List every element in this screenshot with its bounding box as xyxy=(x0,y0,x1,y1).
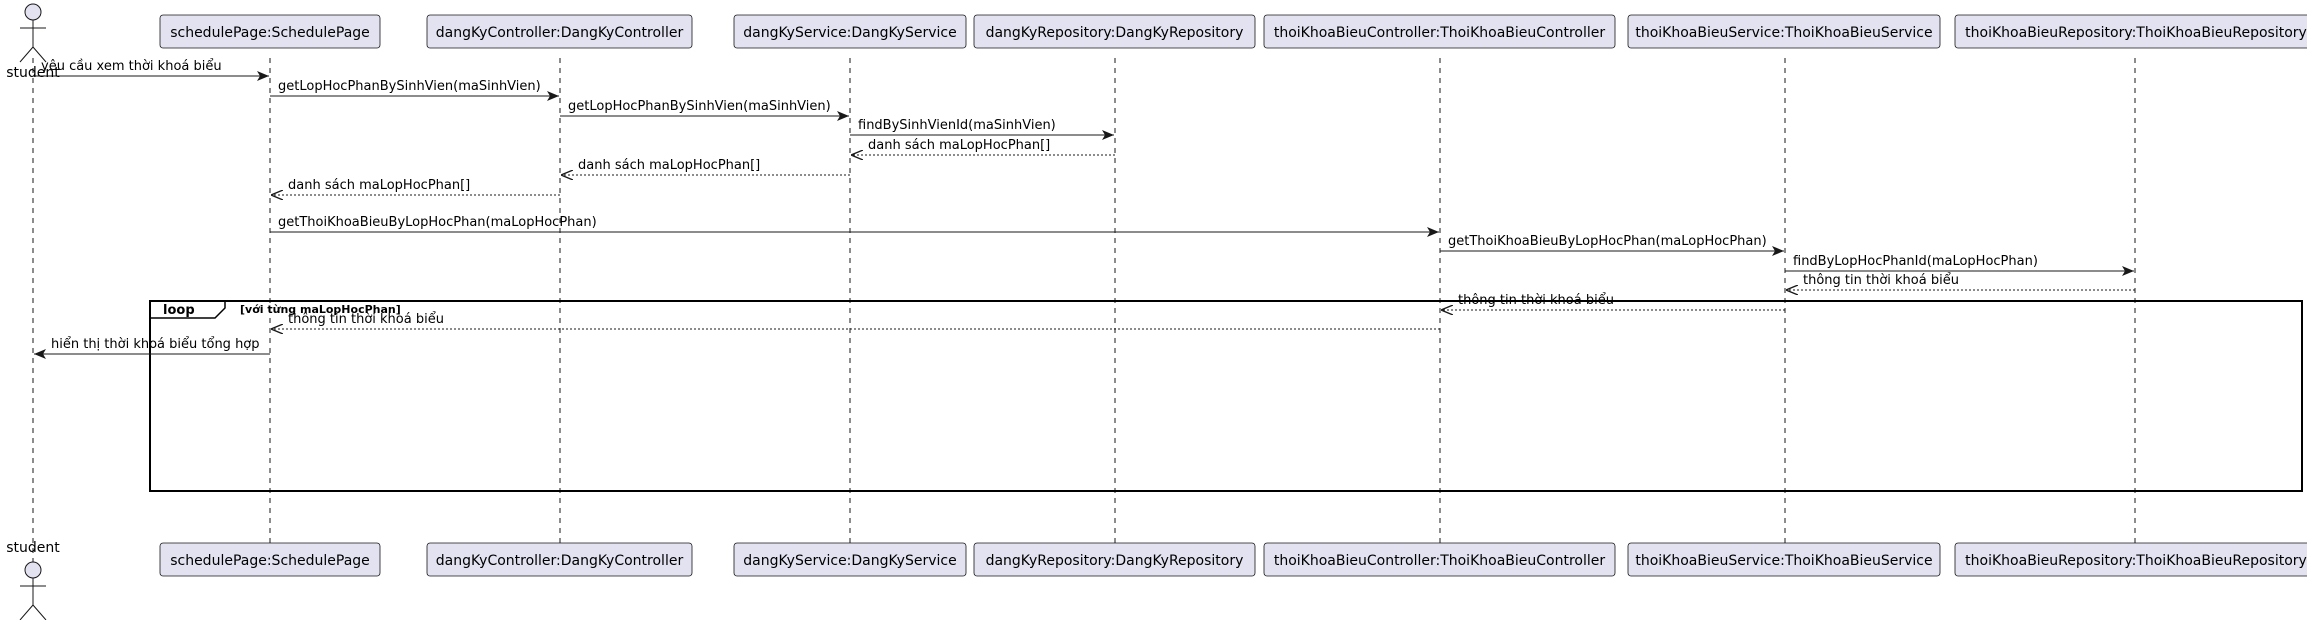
actor-head xyxy=(24,3,42,21)
participant-dang-ky-repository: dangKyRepository:DangKyRepository xyxy=(973,14,1256,49)
message-get-tkb-service: getThoiKhoaBieuByLopHocPhan(maLopHocPhan… xyxy=(1440,234,1784,256)
message-find-by-lop-hoc-phan-id: findByLopHocPhanId(maLopHocPhan) xyxy=(1785,254,2134,276)
participant-schedule-page: schedulePage:SchedulePage xyxy=(159,14,381,49)
actor-student-bottom: student xyxy=(6,540,60,620)
participant-thoi-khoa-bieu-controller: thoiKhoaBieuController:ThoiKhoaBieuContr… xyxy=(1263,14,1616,49)
participant-dang-ky-repository: dangKyRepository:DangKyRepository xyxy=(973,542,1256,577)
svg-text:dangKyService:DangKyService: dangKyService:DangKyService xyxy=(743,553,956,569)
message-get-lop-hoc-phan-service: getLopHocPhanBySinhVien(maSinhVien) xyxy=(560,99,849,121)
svg-text:danh sách maLopHocPhan[]: danh sách maLopHocPhan[] xyxy=(578,158,760,173)
svg-text:thông tin thời khoá biểu: thông tin thời khoá biểu xyxy=(288,312,444,327)
svg-text:getThoiKhoaBieuByLopHocPhan(ma: getThoiKhoaBieuByLopHocPhan(maLopHocPhan… xyxy=(1448,234,1767,249)
participants-top: schedulePage:SchedulePage dangKyControll… xyxy=(159,14,2307,49)
actor-icon xyxy=(19,3,47,63)
svg-text:hiển thị thời khoá biểu tổng h: hiển thị thời khoá biểu tổng hợp xyxy=(51,337,260,352)
message-return-list-service: danh sách maLopHocPhan[] xyxy=(561,158,850,175)
participant-dang-ky-controller: dangKyController:DangKyController xyxy=(426,14,693,49)
svg-text:thông tin thời khoá biểu: thông tin thời khoá biểu xyxy=(1458,293,1614,308)
participant-dang-ky-controller: dangKyController:DangKyController xyxy=(426,542,693,577)
participant-thoi-khoa-bieu-repository: thoiKhoaBieuRepository:ThoiKhoaBieuRepos… xyxy=(1954,14,2307,49)
svg-text:thoiKhoaBieuService:ThoiKhoaBi: thoiKhoaBieuService:ThoiKhoaBieuService xyxy=(1635,25,1932,41)
actor-student-top: student xyxy=(6,3,60,81)
svg-text:getLopHocPhanBySinhVien(maSinh: getLopHocPhanBySinhVien(maSinhVien) xyxy=(568,99,831,114)
svg-text:danh sách maLopHocPhan[]: danh sách maLopHocPhan[] xyxy=(288,178,470,193)
svg-text:yêu cầu xem thời khoá biểu: yêu cầu xem thời khoá biểu xyxy=(41,59,222,74)
lifelines xyxy=(32,58,2136,562)
actor-body xyxy=(19,578,47,620)
svg-text:dangKyRepository:DangKyReposit: dangKyRepository:DangKyRepository xyxy=(986,25,1244,41)
message-return-tkb-repository: thông tin thời khoá biểu xyxy=(1786,273,2135,290)
svg-text:dangKyService:DangKyService: dangKyService:DangKyService xyxy=(743,25,956,41)
participant-dang-ky-service: dangKyService:DangKyService xyxy=(733,542,967,577)
svg-text:getLopHocPhanBySinhVien(maSinh: getLopHocPhanBySinhVien(maSinhVien) xyxy=(278,79,541,94)
actor-label: student xyxy=(6,65,60,81)
participant-thoi-khoa-bieu-repository: thoiKhoaBieuRepository:ThoiKhoaBieuRepos… xyxy=(1954,542,2307,577)
message-display-schedule: hiển thị thời khoá biểu tổng hợp xyxy=(34,337,270,359)
svg-text:thoiKhoaBieuController:ThoiKho: thoiKhoaBieuController:ThoiKhoaBieuContr… xyxy=(1274,553,1606,569)
participant-thoi-khoa-bieu-service: thoiKhoaBieuService:ThoiKhoaBieuService xyxy=(1627,542,1941,577)
message-return-tkb-service: thông tin thời khoá biểu xyxy=(1441,293,1785,310)
svg-text:getThoiKhoaBieuByLopHocPhan(ma: getThoiKhoaBieuByLopHocPhan(maLopHocPhan… xyxy=(278,215,597,230)
message-get-tkb-controller: getThoiKhoaBieuByLopHocPhan(maLopHocPhan… xyxy=(270,215,1439,237)
message-return-list-repository: danh sách maLopHocPhan[] xyxy=(851,138,1115,155)
message-return-tkb-controller: thông tin thời khoá biểu xyxy=(271,312,1440,329)
participants-bottom: schedulePage:SchedulePage dangKyControll… xyxy=(159,542,2307,577)
svg-text:thoiKhoaBieuController:ThoiKho: thoiKhoaBieuController:ThoiKhoaBieuContr… xyxy=(1274,25,1606,41)
svg-text:findBySinhVienId(maSinhVien): findBySinhVienId(maSinhVien) xyxy=(858,118,1056,133)
message-find-by-sinh-vien-id: findBySinhVienId(maSinhVien) xyxy=(850,118,1114,140)
svg-text:dangKyController:DangKyControl: dangKyController:DangKyController xyxy=(436,25,684,41)
participant-thoi-khoa-bieu-service: thoiKhoaBieuService:ThoiKhoaBieuService xyxy=(1627,14,1941,49)
svg-text:schedulePage:SchedulePage: schedulePage:SchedulePage xyxy=(170,25,370,41)
actor-body xyxy=(19,20,47,63)
message-request-schedule: yêu cầu xem thời khoá biểu xyxy=(33,59,269,81)
participant-thoi-khoa-bieu-controller: thoiKhoaBieuController:ThoiKhoaBieuContr… xyxy=(1263,542,1616,577)
loop-condition: [với từng maLopHocPhan] xyxy=(240,303,401,316)
message-return-list-controller: danh sách maLopHocPhan[] xyxy=(271,178,560,195)
actor-head xyxy=(24,561,42,579)
participant-dang-ky-service: dangKyService:DangKyService xyxy=(733,14,967,49)
loop-keyword: loop xyxy=(163,303,195,318)
svg-text:dangKyRepository:DangKyReposit: dangKyRepository:DangKyRepository xyxy=(986,553,1244,569)
messages: yêu cầu xem thời khoá biểu getLopHocPhan… xyxy=(33,59,2135,359)
svg-text:thoiKhoaBieuService:ThoiKhoaBi: thoiKhoaBieuService:ThoiKhoaBieuService xyxy=(1635,553,1932,569)
svg-text:dangKyController:DangKyControl: dangKyController:DangKyController xyxy=(436,553,684,569)
svg-text:danh sách maLopHocPhan[]: danh sách maLopHocPhan[] xyxy=(868,138,1050,153)
actor-icon xyxy=(19,561,47,620)
actor-label: student xyxy=(6,540,60,556)
loop-frame xyxy=(149,300,2303,492)
svg-text:findByLopHocPhanId(maLopHocPha: findByLopHocPhanId(maLopHocPhan) xyxy=(1793,254,2038,269)
svg-text:schedulePage:SchedulePage: schedulePage:SchedulePage xyxy=(170,553,370,569)
svg-text:thông tin thời khoá biểu: thông tin thời khoá biểu xyxy=(1803,273,1959,288)
participant-schedule-page: schedulePage:SchedulePage xyxy=(159,542,381,577)
loop-fragment: loop [với từng maLopHocPhan] xyxy=(149,300,2303,492)
loop-tab xyxy=(149,300,226,319)
message-get-lop-hoc-phan-controller: getLopHocPhanBySinhVien(maSinhVien) xyxy=(270,79,559,101)
svg-text:thoiKhoaBieuRepository:ThoiKho: thoiKhoaBieuRepository:ThoiKhoaBieuRepos… xyxy=(1965,553,2307,569)
svg-text:thoiKhoaBieuRepository:ThoiKho: thoiKhoaBieuRepository:ThoiKhoaBieuRepos… xyxy=(1965,25,2307,41)
